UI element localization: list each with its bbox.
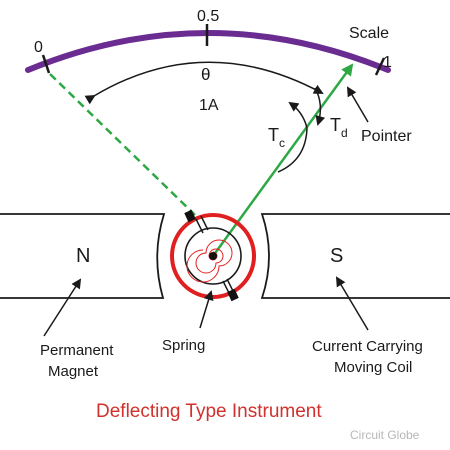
deflecting-torque-label: Td: [330, 115, 348, 140]
controlling-torque-arrow: [277, 101, 308, 173]
diagram-caption: Deflecting Type Instrument: [96, 401, 322, 422]
moving-coil-arrow: [335, 276, 369, 331]
pointer-label-arrow: [346, 86, 369, 123]
theta-symbol: θ: [201, 65, 210, 84]
scale-tick-zero: [41, 54, 51, 74]
scale-label-half: 0.5: [197, 8, 219, 25]
spring-coil: [186, 239, 233, 283]
moving-coil-label-line2: Moving Coil: [334, 359, 412, 376]
coil-bearing-top: [184, 209, 209, 234]
current-label: 1A: [199, 97, 219, 114]
south-pole-label: S: [330, 245, 343, 267]
coil-bearing-ring: [184, 227, 242, 285]
coil-bearing-bottom: [222, 278, 239, 302]
south-pole: [260, 213, 450, 299]
north-pole-label: N: [76, 245, 90, 267]
permanent-magnet-label-line2: Magnet: [48, 363, 99, 380]
permanent-magnet-label-line1: Permanent: [40, 342, 114, 359]
zero-position-line: [49, 73, 196, 216]
scale-title: Scale: [349, 25, 389, 42]
spring-arrow: [199, 290, 214, 329]
pointer-needle: [211, 63, 354, 257]
scale-label-one: 1: [383, 54, 392, 71]
controlling-torque-label: Tc: [268, 125, 285, 150]
theta-arc: [84, 61, 324, 105]
pointer-label: Pointer: [361, 128, 412, 145]
permanent-magnet-arrow: [43, 278, 82, 337]
deflecting-torque-arrow: [314, 87, 326, 126]
north-pole: [0, 213, 166, 299]
spring-label: Spring: [162, 337, 205, 354]
pivot: [209, 252, 217, 260]
watermark: Circuit Globe: [350, 428, 420, 442]
scale-tick-one: [374, 57, 386, 76]
scale-label-zero: 0: [34, 39, 43, 56]
moving-coil-label-line1: Current Carrying: [312, 338, 423, 355]
